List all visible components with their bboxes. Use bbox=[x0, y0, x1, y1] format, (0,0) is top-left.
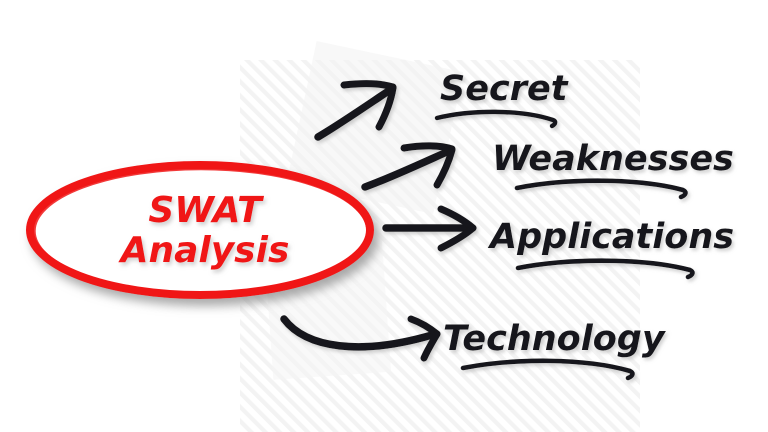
center-label-line2: Analysis bbox=[118, 230, 290, 271]
branch-label-applications: Applications bbox=[487, 217, 734, 257]
arrow-to-secret bbox=[314, 80, 397, 141]
underline-swoosh-weaknesses bbox=[514, 178, 688, 200]
branch-label-weaknesses: Weaknesses bbox=[492, 139, 734, 179]
branch-label-secret: Secret bbox=[440, 69, 569, 109]
branch-applications[interactable]: Applications bbox=[487, 217, 734, 280]
branch-technology[interactable]: Technology bbox=[443, 319, 667, 381]
watermark-shapes bbox=[262, 40, 464, 380]
center-label-line1: SWAT bbox=[148, 190, 264, 231]
arrow-to-applications bbox=[382, 205, 477, 252]
branch-secret[interactable]: Secret bbox=[434, 69, 569, 129]
underline-swoosh-technology bbox=[460, 358, 635, 381]
arrow-to-technology bbox=[280, 315, 441, 362]
arrow-to-weaknesses bbox=[361, 142, 456, 191]
branch-weaknesses[interactable]: Weaknesses bbox=[492, 139, 734, 200]
center-node[interactable]: SWAT Analysis bbox=[26, 161, 374, 299]
center-node-ellipse-inner bbox=[32, 166, 370, 296]
underline-swoosh-applications bbox=[515, 258, 695, 280]
underline-swoosh-secret bbox=[434, 109, 558, 129]
branch-label-technology: Technology bbox=[443, 319, 667, 359]
